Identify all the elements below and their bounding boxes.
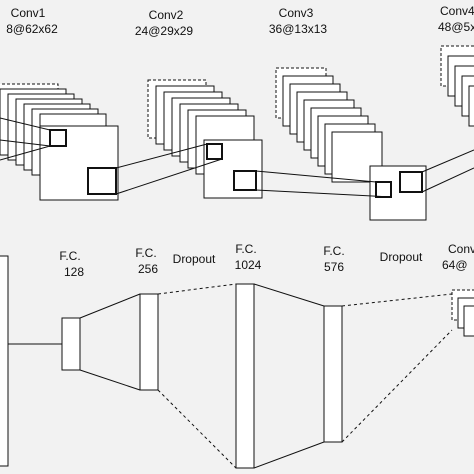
- proj-in-3: [0, 145, 51, 161]
- bottom-conv-shape: 64@: [442, 258, 468, 272]
- fc4-block: [323, 305, 343, 443]
- fc3-size: 1024: [234, 258, 262, 272]
- fc2-fc3-bottom-edge: [157, 389, 237, 469]
- proj-in-2: [0, 139, 51, 147]
- fc2-block: [139, 293, 159, 391]
- dropout-label-2: Dropout: [379, 250, 423, 264]
- conv2-name: Conv2: [148, 8, 184, 22]
- proj-conv1-conv2-bottom: [115, 158, 223, 195]
- conv4-shape: 48@5x5: [438, 20, 474, 34]
- fc2-fc3-top-edge: [157, 283, 237, 295]
- fc1-fc2-top-edge: [79, 293, 141, 319]
- conv1-kernel-large: [87, 167, 117, 195]
- proj-conv3-conv4-bottom: [421, 167, 474, 193]
- conv1-kernel-small: [49, 129, 67, 147]
- fc4-size: 576: [323, 260, 345, 274]
- proj-conv1-conv2-top: [115, 143, 208, 169]
- conv1-name: Conv1: [10, 6, 46, 20]
- fc4-name: F.C.: [323, 244, 345, 258]
- proj-conv3-conv4-top: [421, 149, 474, 173]
- fc3-fc4-bottom-edge: [253, 441, 325, 469]
- conv1-front-map: [39, 125, 119, 201]
- bottom-conv-map-3: [463, 305, 474, 337]
- conv3-kernel-large: [399, 171, 423, 193]
- fc1-size: 128: [63, 265, 85, 279]
- fc2-name: F.C.: [135, 246, 157, 260]
- fc1-name: F.C.: [59, 249, 81, 263]
- dropout-label-1: Dropout: [172, 252, 216, 266]
- fc4-conv-top-edge: [341, 293, 453, 307]
- conv1-shape: 8@62x62: [6, 22, 58, 36]
- fc3-fc4-top-edge: [253, 283, 325, 307]
- fc3-name: F.C.: [235, 242, 257, 256]
- conv3-shape: 36@13x13: [268, 22, 328, 36]
- proj-conv2-conv3-bottom: [255, 189, 392, 198]
- fc3-block: [235, 283, 255, 469]
- conv2-kernel-large: [233, 170, 257, 191]
- proj-in-1: [0, 117, 51, 131]
- fc1-fc2-bottom-edge: [79, 369, 141, 391]
- fc2-size: 256: [137, 262, 159, 276]
- conv3-name: Conv3: [278, 6, 314, 20]
- flatten-input-block: [0, 255, 9, 467]
- fc4-conv-bottom-edge: [341, 329, 453, 443]
- conv4-name: Conv4: [440, 4, 474, 18]
- conv2-shape: 24@29x29: [134, 24, 194, 38]
- proj-conv2-conv3-top: [255, 170, 377, 183]
- conv2-kernel-small: [206, 143, 223, 160]
- bottom-conv-name: Conv: [448, 242, 474, 256]
- conv4-stack-map-5: [468, 85, 474, 127]
- fc1-block: [61, 317, 81, 371]
